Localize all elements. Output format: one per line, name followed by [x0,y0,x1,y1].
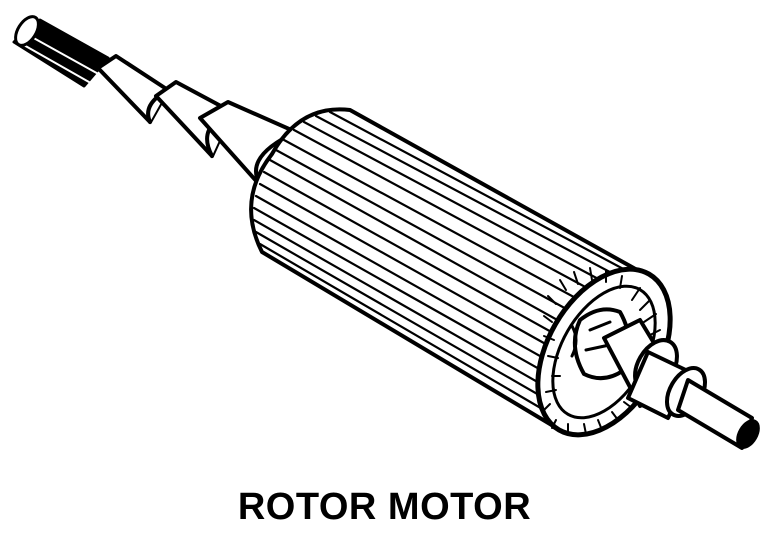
left-shaft-tip [12,15,110,88]
right-shaft [602,318,760,450]
diagram-caption: ROTOR MOTOR [237,486,532,528]
